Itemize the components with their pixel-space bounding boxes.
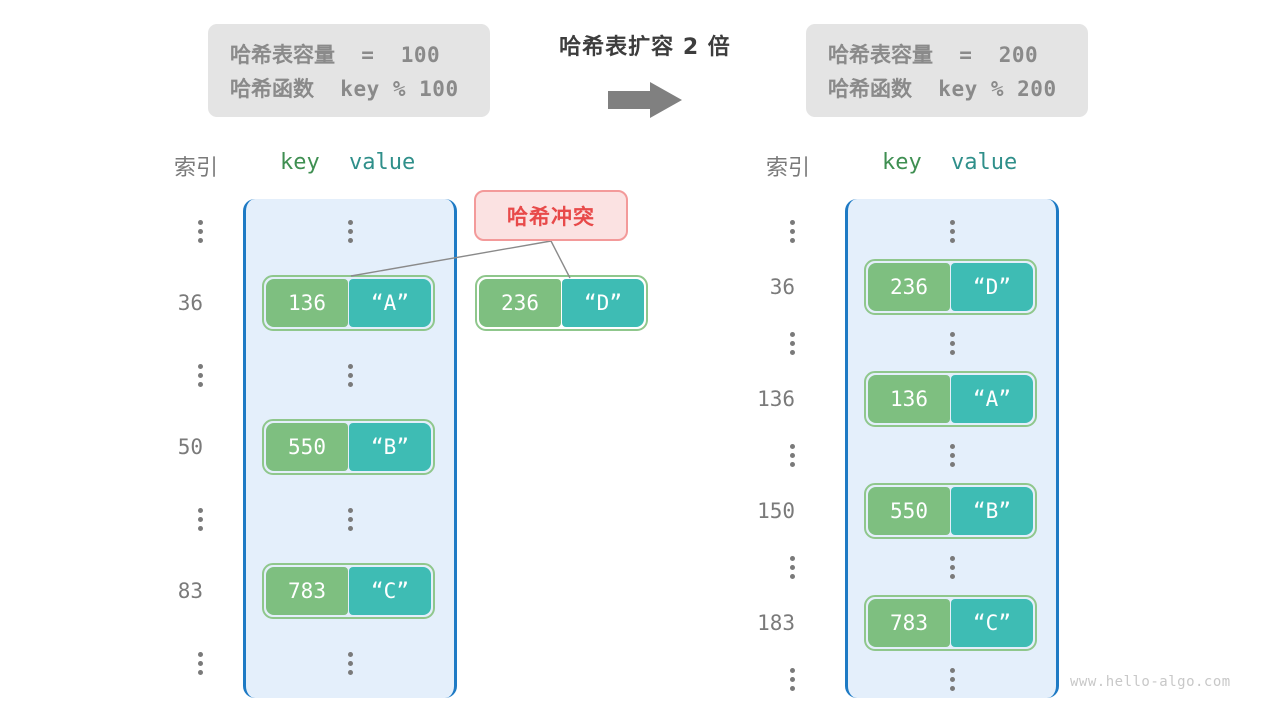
after-hashfn-label: 哈希函数 [828,77,912,101]
row-index-label: 50 [177,435,203,459]
table-row: 136“A” [262,275,435,331]
before-header-index: 索引 [174,156,219,181]
ellipsis-icon [198,347,203,403]
ellipsis-icon [198,491,203,547]
ellipsis-icon [198,635,203,691]
row-value-cell: “A” [951,375,1033,423]
row-key-cell: 136 [868,375,950,423]
row-key-cell: 236 [868,263,950,311]
table-row: 550“B” [864,483,1037,539]
after-hashfn-value: key % 200 [938,77,1057,101]
before-capacity-value: = 100 [361,43,441,67]
ellipsis-icon [950,539,955,595]
row-value-cell: “C” [951,599,1033,647]
row-value-cell: “C” [349,567,431,615]
before-info-box: 哈希表容量 = 100 哈希函数 key % 100 [208,24,490,117]
table-row: 783“C” [262,563,435,619]
table-row: 136“A” [864,371,1037,427]
table-row: 236“D” [864,259,1037,315]
after-header-index: 索引 [766,156,811,181]
transform-title: 哈希表扩容 2 倍 [559,35,731,60]
collision-overflow-pair: 236 “D” [475,275,648,331]
ellipsis-icon [348,203,353,259]
ellipsis-icon [790,651,795,707]
before-hashfn-value: key % 100 [340,77,459,101]
after-info-box: 哈希表容量 = 200 哈希函数 key % 200 [806,24,1088,117]
before-capacity-line: 哈希表容量 = 100 [230,38,468,72]
after-header-value: value [951,150,1018,175]
row-value-cell: “B” [951,487,1033,535]
before-hashfn-line: 哈希函数 key % 100 [230,72,468,106]
collision-badge-label: 哈希冲突 [507,204,595,229]
ellipsis-icon [950,427,955,483]
row-key-cell: 783 [266,567,348,615]
before-header-value: value [349,150,416,175]
row-index-label: 36 [769,275,795,299]
table-row: 783“C” [864,595,1037,651]
ellipsis-icon [790,427,795,483]
ellipsis-icon [790,315,795,371]
before-hashfn-label: 哈希函数 [230,77,314,101]
ellipsis-icon [790,203,795,259]
right-arrow-icon [608,82,682,118]
table-row: 550“B” [262,419,435,475]
ellipsis-icon [198,203,203,259]
before-header-key: key [280,150,320,175]
collision-overflow-value: “D” [562,279,644,327]
ellipsis-icon [790,539,795,595]
ellipsis-icon [348,347,353,403]
row-value-cell: “B” [349,423,431,471]
after-capacity-value: = 200 [959,43,1039,67]
row-value-cell: “D” [951,263,1033,311]
row-value-cell: “A” [349,279,431,327]
after-header-key: key [882,150,922,175]
row-index-label: 150 [757,499,795,523]
ellipsis-icon [348,635,353,691]
row-index-label: 136 [757,387,795,411]
row-key-cell: 550 [266,423,348,471]
before-capacity-label: 哈希表容量 [230,43,335,67]
collision-overflow-key: 236 [479,279,561,327]
row-key-cell: 136 [266,279,348,327]
row-key-cell: 550 [868,487,950,535]
after-capacity-line: 哈希表容量 = 200 [828,38,1066,72]
ellipsis-icon [950,203,955,259]
ellipsis-icon [950,315,955,371]
collision-badge: 哈希冲突 [474,190,628,241]
row-key-cell: 783 [868,599,950,647]
watermark: www.hello-algo.com [1070,674,1231,690]
ellipsis-icon [950,651,955,707]
row-index-label: 36 [177,291,203,315]
row-index-label: 183 [757,611,795,635]
row-index-label: 83 [177,579,203,603]
ellipsis-icon [348,491,353,547]
after-capacity-label: 哈希表容量 [828,43,933,67]
after-hashfn-line: 哈希函数 key % 200 [828,72,1066,106]
